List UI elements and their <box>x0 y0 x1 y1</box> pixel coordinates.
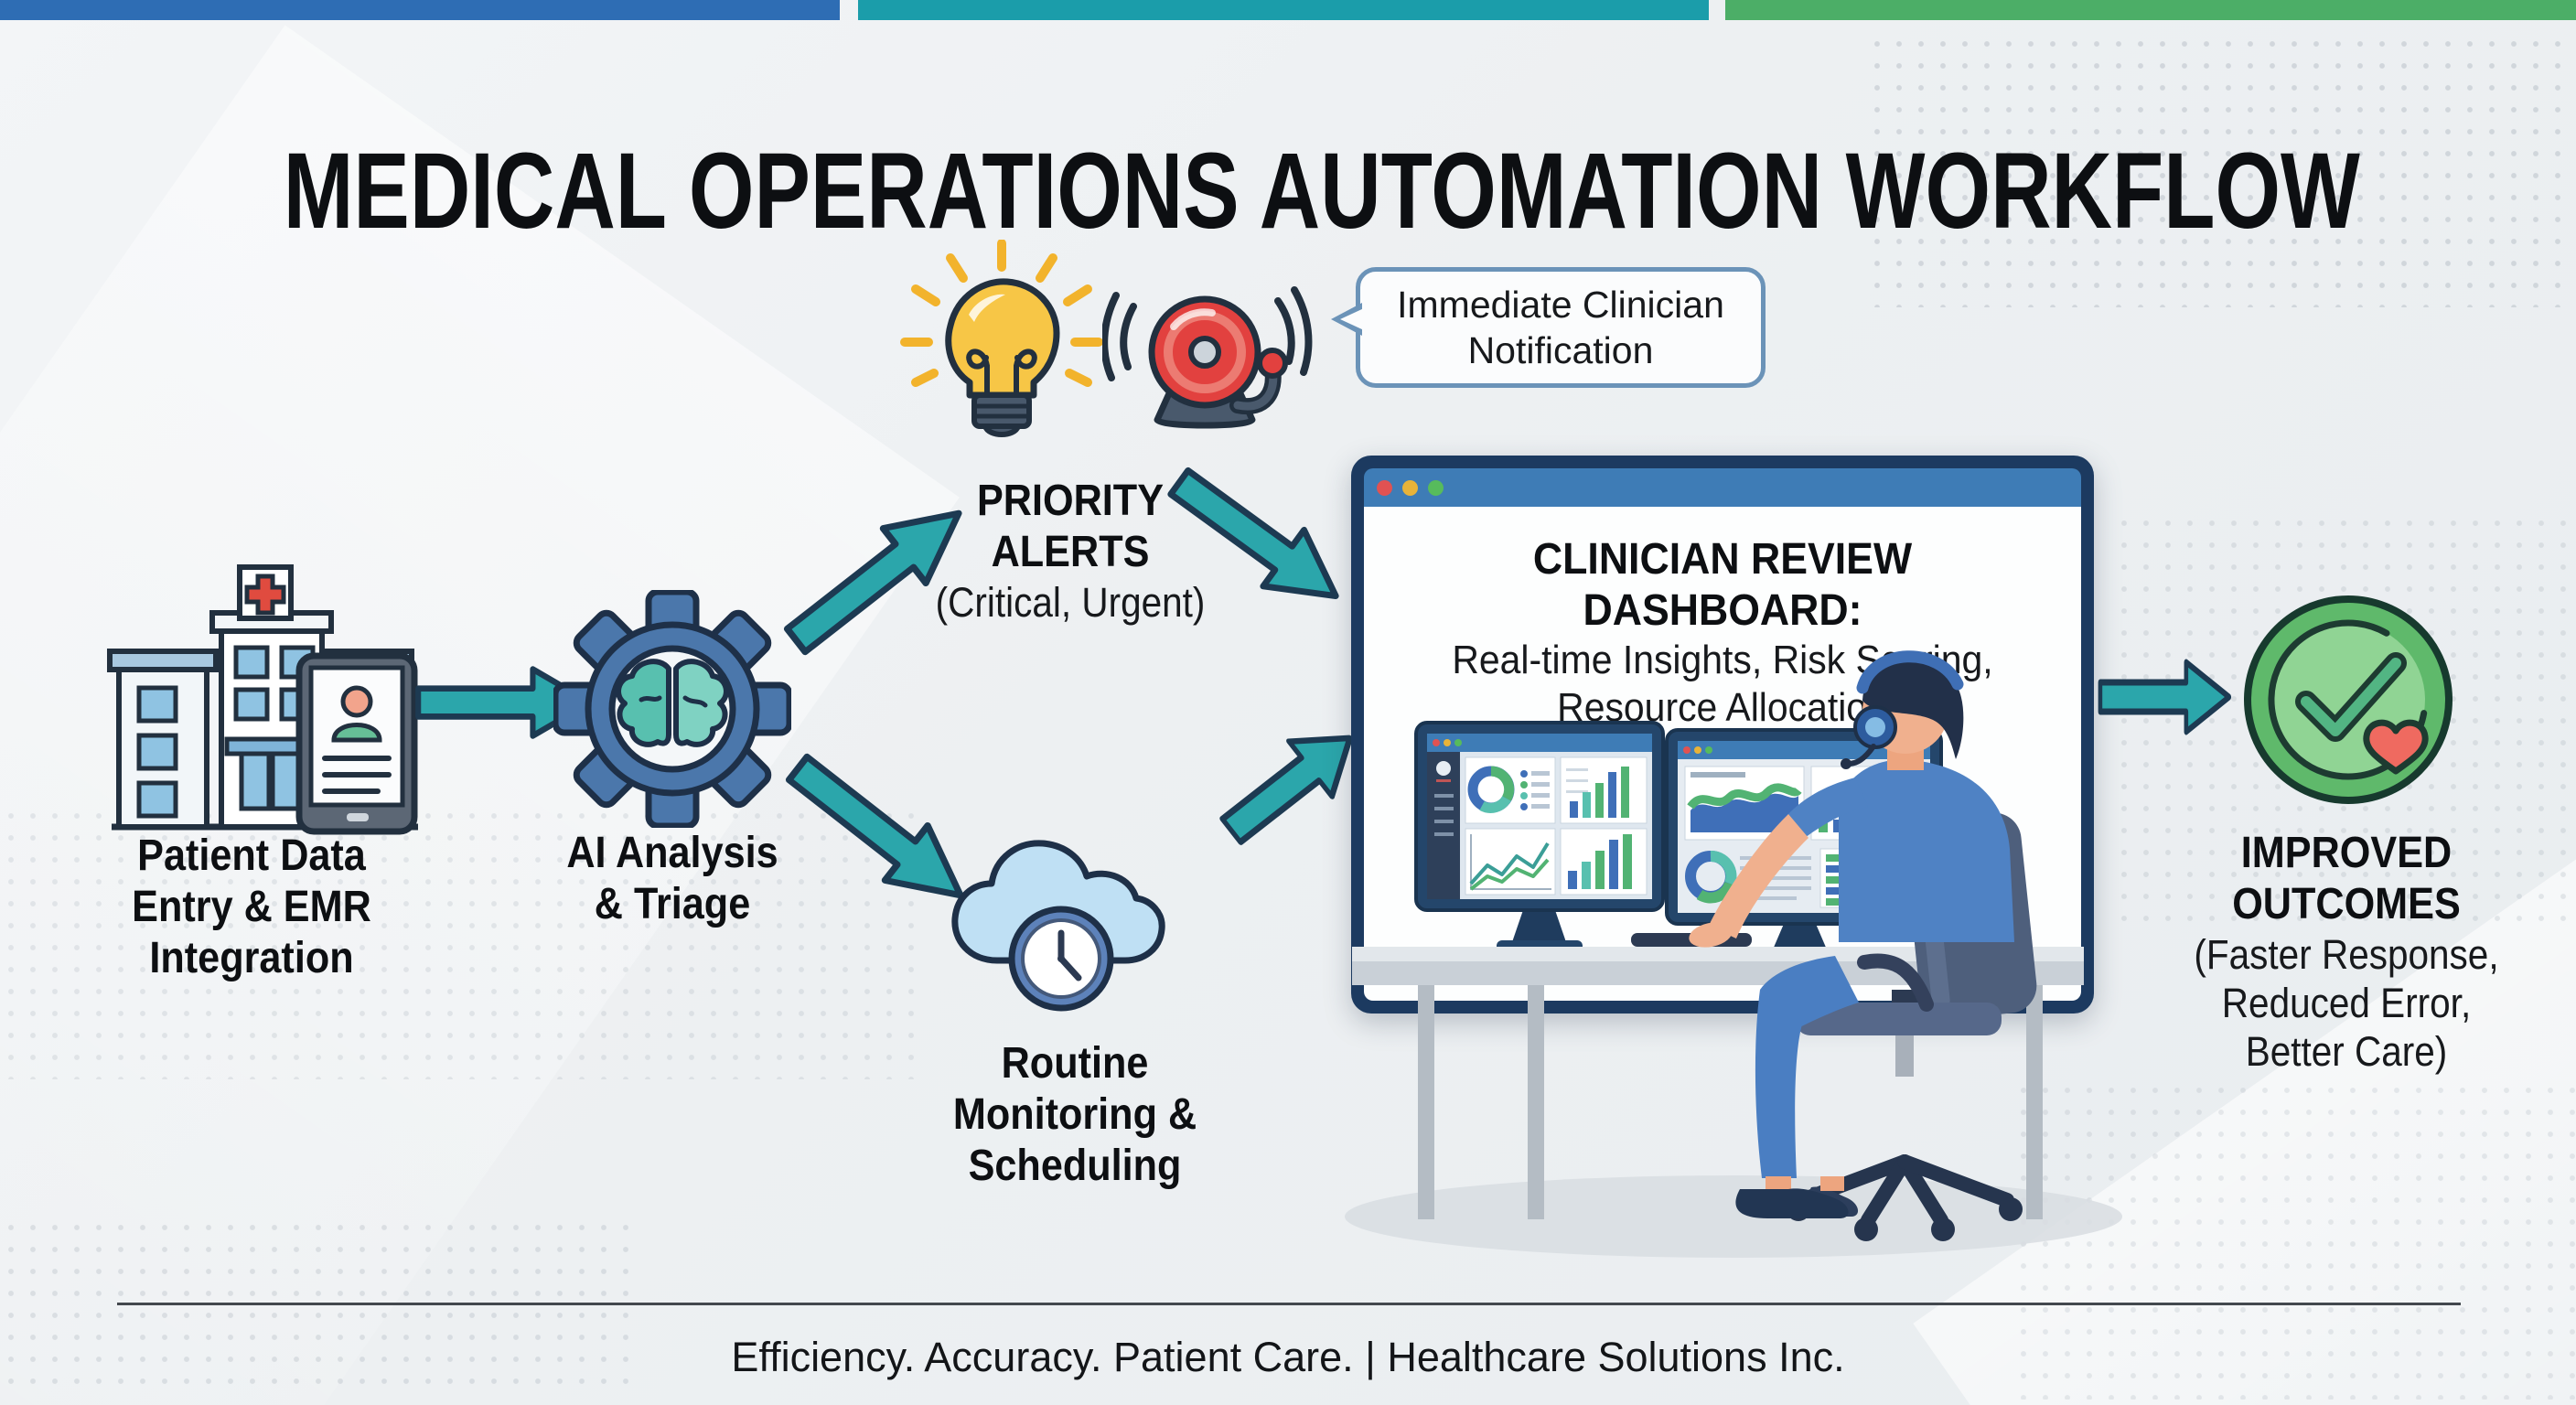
footer-tagline: Efficiency. Accuracy. Patient Care. | He… <box>731 1334 1845 1380</box>
window-close-icon <box>1377 480 1392 496</box>
ai-gear-brain-icon <box>553 590 791 828</box>
topbar-segment-teal <box>858 0 1709 20</box>
ai-analysis-label: AI Analysis & Triage <box>566 829 778 928</box>
clinician-notification-callout: Immediate Clinician Notification <box>1331 267 1766 388</box>
left-monitor <box>1414 721 1665 952</box>
check-heart-badge-icon <box>2244 595 2453 804</box>
clock-face <box>1008 906 1114 1012</box>
page-title: MEDICAL OPERATIONS AUTOMATION WORKFLOW <box>283 131 2360 252</box>
light-bulb-icon <box>900 240 1103 437</box>
clinician-workstation-scene <box>1345 650 2122 1258</box>
flow-arrow <box>2098 659 2232 735</box>
cloud-clock-icon <box>951 840 1165 1012</box>
window-maximize-icon <box>1428 480 1444 496</box>
dashboard-heading: CLINICIAN REVIEW DASHBOARD: Real-time In… <box>1452 535 1993 730</box>
alarm-bell-icon <box>1102 286 1313 429</box>
routine-monitoring-label: Routine Monitoring & Scheduling <box>952 1039 1197 1190</box>
patient-record-tablet-icon <box>295 652 418 835</box>
window-minimize-icon <box>1402 480 1418 496</box>
hospital-building-icon <box>107 564 418 835</box>
priority-alerts-label: PRIORITY ALERTS (Critical, Urgent) <box>935 477 1206 626</box>
flow-arrow <box>1219 735 1353 845</box>
topbar-segment-blue <box>0 0 840 20</box>
desk <box>1418 985 2043 1219</box>
patient-data-label: Patient Data Entry & EMR Integration <box>132 831 371 982</box>
improved-outcomes-label: IMPROVED OUTCOMES (Faster Response, Redu… <box>2194 829 2499 1075</box>
callout-tail <box>1340 308 1364 330</box>
topbar-segment-green <box>1725 0 2576 20</box>
flow-arrow <box>1167 467 1339 599</box>
footer-divider <box>117 1303 2461 1305</box>
browser-titlebar <box>1364 468 2081 507</box>
